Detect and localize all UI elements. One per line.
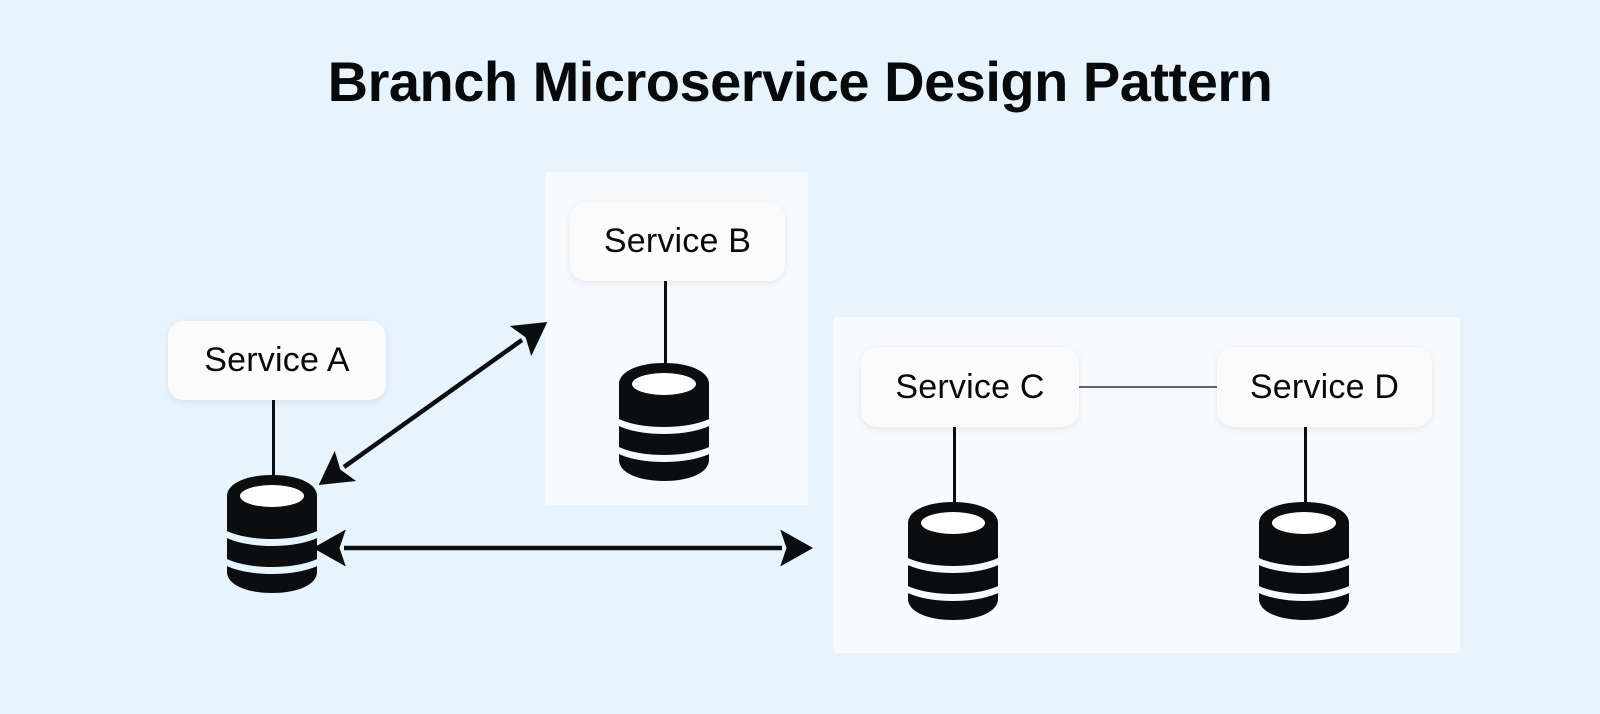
node-service-b[interactable]: Service B xyxy=(570,202,785,281)
arrow-service-a-to-service-c-d-group xyxy=(312,529,814,567)
connector-service-c-to-database xyxy=(953,425,956,515)
database-cylinder-icon xyxy=(619,363,709,481)
node-service-d-label: Service D xyxy=(1249,367,1400,406)
node-service-d[interactable]: Service D xyxy=(1217,347,1432,427)
connector-service-b-to-database xyxy=(664,279,667,367)
database-cylinder-icon xyxy=(227,475,317,593)
node-service-a-label: Service A xyxy=(204,341,350,379)
connector-service-d-to-database xyxy=(1304,425,1307,515)
arrow-service-a-to-service-b xyxy=(318,321,548,486)
page-title: Branch Microservice Design Pattern xyxy=(327,50,1273,113)
node-service-c-label: Service C xyxy=(895,367,1045,406)
connector-service-c-to-service-d xyxy=(1079,386,1218,388)
database-cylinder-icon xyxy=(1259,502,1349,620)
database-cylinder-icon xyxy=(908,502,998,620)
node-service-c[interactable]: Service C xyxy=(861,347,1079,427)
connector-service-a-to-database xyxy=(272,398,275,488)
node-service-b-label: Service B xyxy=(603,222,752,260)
